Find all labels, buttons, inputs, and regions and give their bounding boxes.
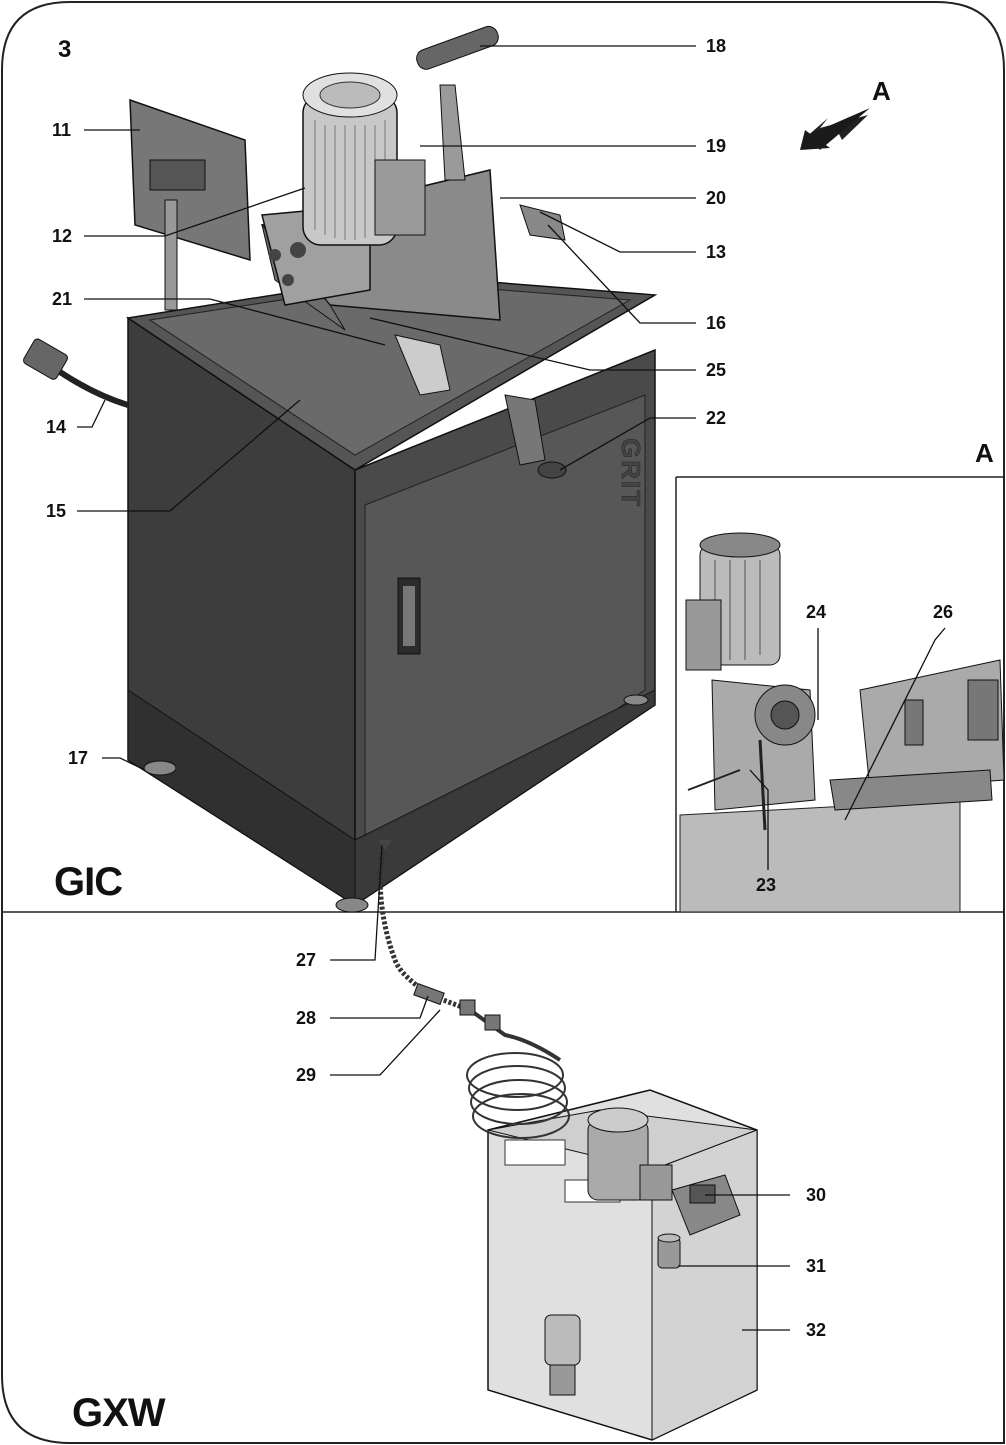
view-letter-label: A <box>872 76 891 106</box>
callout-23: 23 <box>756 875 777 895</box>
callout-19: 19 <box>706 136 727 156</box>
leader-lines <box>77 45 946 1331</box>
callout-17: 17 <box>68 748 89 768</box>
callout-28: 28 <box>296 1008 317 1028</box>
view-arrow-icon <box>800 108 870 150</box>
callout-12: 12 <box>52 226 73 246</box>
callout-14: 14 <box>46 417 67 437</box>
callout-31: 31 <box>806 1256 827 1276</box>
callout-25: 25 <box>706 360 727 380</box>
callout-32: 32 <box>806 1320 827 1340</box>
inset-view-a <box>675 476 1005 913</box>
model-label-gic: GIC <box>54 860 123 904</box>
callout-26: 26 <box>933 602 954 622</box>
callout-16: 16 <box>706 313 727 333</box>
callout-22: 22 <box>706 408 727 428</box>
callout-15: 15 <box>46 501 67 521</box>
callout-30: 30 <box>806 1185 827 1205</box>
cut-off-machine-illustration <box>23 25 658 913</box>
callout-18: 18 <box>706 36 727 56</box>
coolant-unit-illustration <box>377 839 758 1441</box>
callout-11: 11 <box>52 120 72 140</box>
model-label-gxw: GXW <box>72 1391 166 1435</box>
inset-letter-label: A <box>975 438 994 468</box>
callout-24: 24 <box>806 602 827 622</box>
callout-29: 29 <box>296 1065 317 1085</box>
callout-20: 20 <box>706 188 727 208</box>
figure-number: 3 <box>58 36 72 63</box>
callout-13: 13 <box>706 242 727 262</box>
callout-27: 27 <box>296 950 317 970</box>
brand-logo: GRIT <box>616 438 646 508</box>
callout-21: 21 <box>52 289 73 309</box>
